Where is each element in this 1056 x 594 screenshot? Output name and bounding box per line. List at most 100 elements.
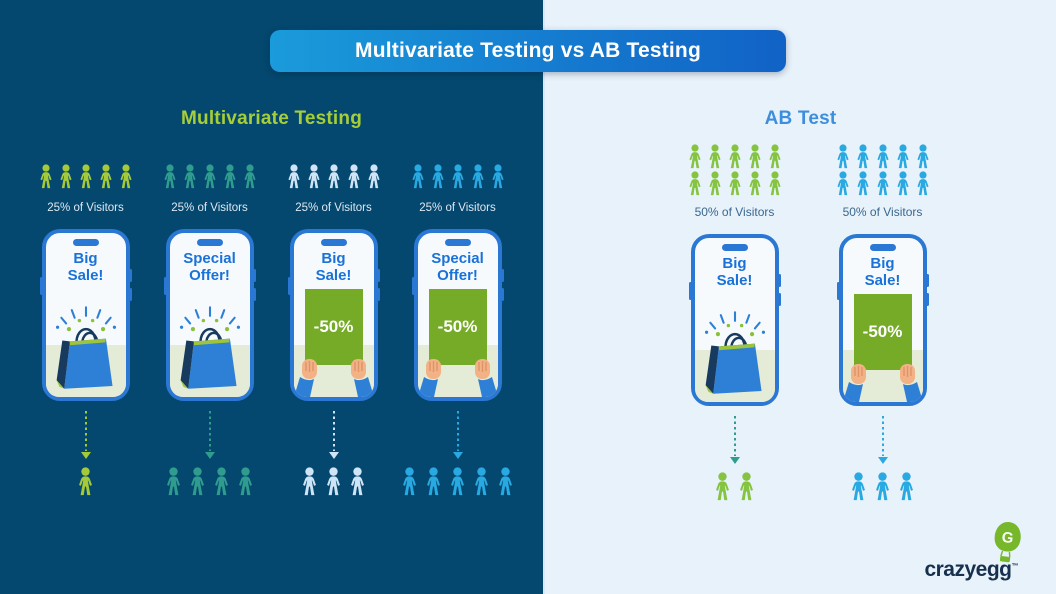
egg-balloon-icon: G <box>994 522 1021 563</box>
person-icon <box>431 164 444 189</box>
promo-headline: Big Sale! <box>716 255 753 289</box>
promo-headline: Big Sale! <box>67 250 104 284</box>
dotted-down-arrow-icon <box>204 411 215 459</box>
visitor-share-label: 25% of Visitors <box>47 202 124 214</box>
phone-screen: Special Offer! -50% <box>417 233 498 397</box>
phone-side-button <box>925 274 929 287</box>
person-icon <box>876 472 889 501</box>
person-icon <box>191 467 204 496</box>
phone-mockup: Special Offer! <box>163 229 256 401</box>
person-icon <box>327 467 340 496</box>
discount-sign: -50% <box>428 289 487 365</box>
phone-screen: Big Sale! -50% <box>842 238 923 402</box>
person-icon <box>303 467 316 496</box>
phone-screen: Special Offer! <box>169 233 250 397</box>
person-icon <box>708 171 721 196</box>
phone-side-button <box>688 282 692 300</box>
converted-visitor-icons <box>299 467 368 497</box>
person-icon <box>768 171 781 196</box>
person-icon <box>852 472 865 501</box>
person-icon <box>740 472 753 501</box>
ab-column-b: 50% of Visitors Big Sale! -50% <box>833 144 933 502</box>
person-icon <box>119 164 132 189</box>
person-icon <box>916 144 929 169</box>
shopping-bag-icon <box>50 305 122 393</box>
multivariate-columns: 25% of Visitors Big Sale! <box>0 164 543 497</box>
title-banner: Multivariate Testing vs AB Testing <box>270 30 786 72</box>
phone-notch <box>444 239 471 246</box>
visitor-icons <box>161 164 259 189</box>
phone-side-button <box>836 282 840 300</box>
person-icon <box>243 164 256 189</box>
person-icon <box>856 171 869 196</box>
svg-text:G: G <box>1001 529 1015 547</box>
promo-headline: Big Sale! <box>315 250 352 284</box>
phone-side-button <box>376 269 380 282</box>
phone-side-button <box>500 269 504 282</box>
person-icon <box>163 164 176 189</box>
phone-side-button <box>252 288 256 301</box>
person-icon <box>367 164 380 189</box>
visitor-share-label: 50% of Visitors <box>694 205 775 219</box>
person-icon <box>99 164 112 189</box>
person-icon <box>307 164 320 189</box>
dotted-down-arrow-icon <box>877 416 888 464</box>
person-icon <box>836 171 849 196</box>
hands-icon <box>418 347 498 397</box>
person-icon <box>896 171 909 196</box>
phone-side-button <box>39 277 43 295</box>
variant-column-2: 25% of Visitors Special Offer! <box>160 164 260 497</box>
person-icon <box>79 467 92 496</box>
person-icon <box>491 164 504 189</box>
phone-notch <box>72 239 99 246</box>
variant-column-1: 25% of Visitors Big Sale! <box>36 164 136 497</box>
visitor-icons <box>409 164 507 189</box>
person-icon <box>836 144 849 169</box>
discount-sign: -50% <box>304 289 363 365</box>
person-icon <box>748 144 761 169</box>
trademark-symbol: ™ <box>1011 563 1019 570</box>
visitor-icons <box>685 144 785 196</box>
person-icon <box>411 164 424 189</box>
promo-headline: Big Sale! <box>864 255 901 289</box>
visitor-share-label: 25% of Visitors <box>171 202 248 214</box>
ab-test-columns: 50% of Visitors Big Sale! <box>545 144 1056 502</box>
ab-column-a: 50% of Visitors Big Sale! <box>685 144 785 502</box>
phone-side-button <box>287 277 291 295</box>
phone-mockup: Special Offer! -50% <box>411 229 504 401</box>
phone-screen: Big Sale! <box>45 233 126 397</box>
phone-notch <box>721 244 748 251</box>
variant-column-4: 25% of Visitors Special Offer! -50% <box>403 164 512 497</box>
person-icon <box>215 467 228 496</box>
dotted-down-arrow-icon <box>328 411 339 459</box>
person-icon <box>688 171 701 196</box>
person-icon <box>287 164 300 189</box>
multivariate-heading: Multivariate Testing <box>180 108 362 129</box>
visitor-icons <box>37 164 135 189</box>
converted-visitor-icons <box>712 472 757 502</box>
phone-side-button <box>777 293 781 306</box>
person-icon <box>896 144 909 169</box>
person-icon <box>183 164 196 189</box>
person-icon <box>475 467 488 496</box>
converted-visitor-icons <box>75 467 96 497</box>
converted-visitor-icons <box>399 467 516 497</box>
dotted-down-arrow-icon <box>80 411 91 459</box>
person-icon <box>427 467 440 496</box>
person-icon <box>347 164 360 189</box>
person-icon <box>239 467 252 496</box>
phone-notch <box>196 239 223 246</box>
person-icon <box>79 164 92 189</box>
phone-side-button <box>411 277 415 295</box>
crazyegg-logo: G crazyegg™ <box>924 522 1021 582</box>
person-icon <box>748 171 761 196</box>
visitor-share-label: 25% of Visitors <box>295 202 372 214</box>
phone-notch <box>869 244 896 251</box>
person-icon <box>856 144 869 169</box>
phone-notch <box>320 239 347 246</box>
visitor-icons <box>285 164 383 189</box>
person-icon <box>327 164 340 189</box>
person-icon <box>167 467 180 496</box>
visitor-icons <box>833 144 933 196</box>
